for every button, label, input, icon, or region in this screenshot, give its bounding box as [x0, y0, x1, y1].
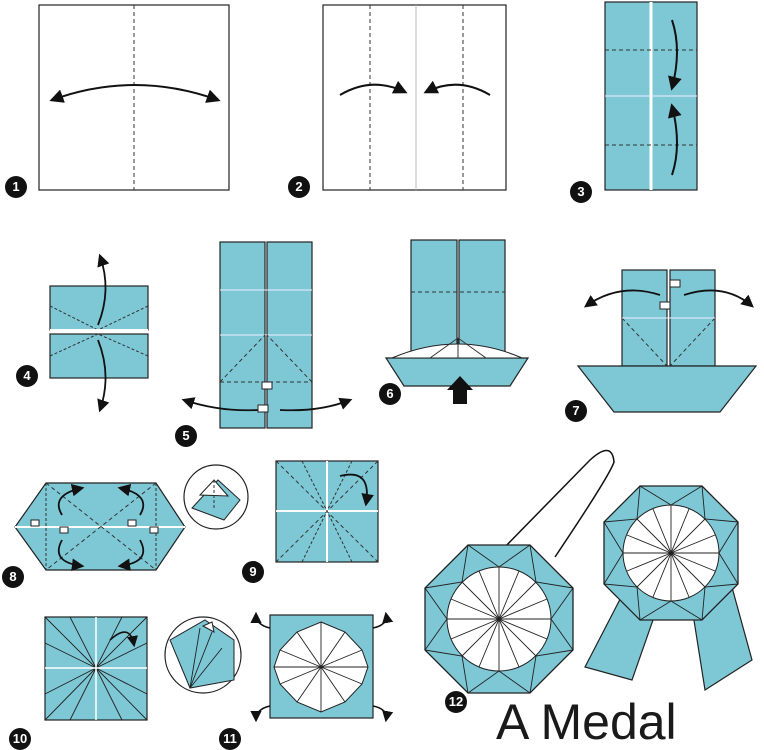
push-arrow-icon [447, 376, 473, 404]
arrow-icon [97, 339, 110, 413]
step-1-diagram [38, 4, 230, 191]
arrow-icon [372, 705, 394, 723]
arrow-icon [683, 289, 754, 308]
step-2-diagram [322, 4, 507, 191]
diagram-title: A Medal [496, 694, 677, 750]
step-10-diagram [44, 616, 148, 721]
ribbon-loop-icon [499, 449, 615, 558]
arrow-icon [117, 484, 145, 516]
step-9-diagram [275, 460, 379, 563]
arrow-icon [372, 611, 394, 629]
step-number-3: 3 [570, 181, 592, 203]
step-number-1: 1 [5, 176, 27, 198]
zoom-circle-icon [164, 616, 242, 694]
zoom-circle-icon [183, 464, 249, 530]
step-4-diagram [49, 253, 149, 413]
arrow-icon [57, 484, 85, 516]
step-8-diagram [14, 482, 186, 571]
arrow-icon [109, 631, 138, 648]
arrow-icon [117, 539, 145, 571]
arrow-icon [57, 539, 85, 571]
step-number-10: 10 [9, 728, 31, 750]
step-number-12: 12 [445, 691, 467, 713]
arrow-icon [181, 397, 259, 412]
arrow-icon [667, 103, 682, 176]
step-6-diagram [384, 239, 530, 404]
arrow-icon [97, 253, 110, 326]
step-7-diagram [576, 269, 758, 413]
arrow-icon [49, 84, 221, 103]
step-number-6: 6 [379, 383, 401, 405]
arrow-icon [668, 19, 682, 91]
step-number-5: 5 [175, 425, 197, 447]
step-number-8: 8 [2, 566, 24, 588]
arrow-icon [583, 289, 661, 308]
step-number-4: 4 [16, 365, 38, 387]
step-3-diagram [604, 1, 698, 191]
arrow-icon [250, 611, 271, 629]
arrow-icon [423, 80, 491, 96]
arrow-icon [339, 473, 374, 507]
step-number-7: 7 [565, 400, 587, 422]
step-number-2: 2 [288, 176, 310, 198]
step-number-9: 9 [242, 561, 264, 583]
step-number-11: 11 [219, 728, 241, 750]
step-11-diagram [250, 611, 394, 723]
arrow-icon [250, 705, 271, 723]
arrow-icon [339, 80, 408, 96]
arrow-icon [279, 397, 353, 412]
step-12-diagram [424, 449, 753, 694]
step-5-diagram [181, 241, 353, 429]
